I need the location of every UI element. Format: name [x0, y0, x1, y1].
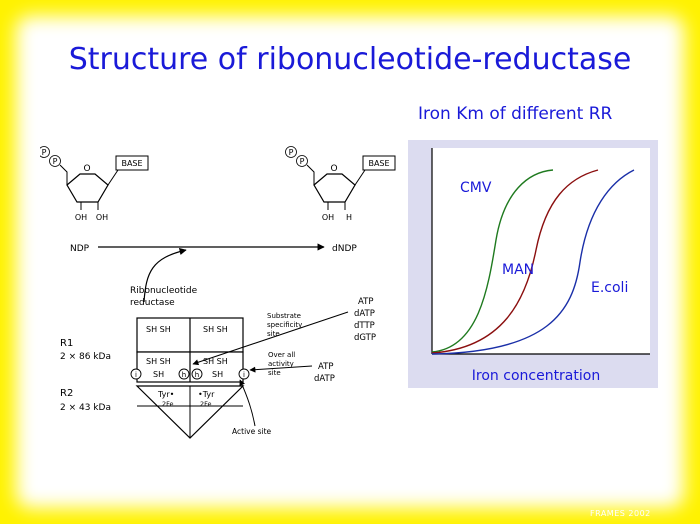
legend-man: MAN [502, 262, 534, 278]
iron-km-chart: CMV MAN E.coli Iron concentration [408, 140, 658, 388]
x-axis-label: Iron concentration [472, 368, 600, 384]
ndp-oh-1: OH [75, 213, 87, 222]
substrate-site-pointer [192, 311, 349, 366]
ndp-oh-2: OH [96, 213, 108, 222]
ndp-structure: P P O BASE OH OH [40, 146, 149, 222]
effector-dttp: dTTP [354, 321, 375, 331]
ndp-ring-oxygen: O [83, 164, 90, 174]
fe-left: 2Fe [162, 400, 174, 408]
dndp-h: H [346, 213, 352, 222]
effector-atp-activity: ATP [318, 362, 333, 372]
curve-ecoli [431, 169, 635, 355]
effector-datp-activity: dATP [314, 374, 335, 384]
site-i-left: i [135, 371, 137, 379]
ndp-label: NDP [70, 244, 90, 254]
substrate-site-3: site [267, 330, 280, 338]
dndp-structure: P P O BASE OH H [285, 146, 396, 222]
slide-title: Structure of ribonucleotide-reductase [68, 42, 632, 77]
sh-top-right: SH SH [203, 325, 228, 334]
dndp-label: dNDP [332, 244, 357, 254]
r2-label: R2 [60, 388, 73, 399]
dndp-base-box [362, 155, 396, 171]
sh-mid-right: SH SH [203, 357, 228, 366]
tyr-left: Tyr• [157, 390, 174, 399]
curve-man [431, 169, 599, 354]
activity-site-3: site [268, 369, 281, 377]
enzyme-arrow [143, 247, 187, 303]
chart-subtitle: Iron Km of different RR [418, 104, 613, 124]
r1-label: R1 [60, 338, 73, 349]
substrate-site-1: Substrate [267, 312, 301, 320]
ndp-base-box [115, 155, 149, 171]
legend-cmv: CMV [460, 180, 492, 196]
substrate-site-2: specificity [267, 321, 302, 329]
effector-dgtp: dGTP [354, 333, 376, 343]
enzyme-label-1: Ribonucleotide [130, 286, 198, 296]
r1-dimer: SH SH SH SH SH SH SH SH SH SH i h h i [130, 317, 250, 383]
chain-sh-left: SH [153, 370, 164, 379]
active-site-pointer [239, 379, 256, 427]
footer-credit: FRAMES 2002 [590, 509, 651, 518]
ndp-phosphate-1: P [42, 148, 47, 157]
sh-mid-left: SH SH [146, 357, 171, 366]
activity-site-pointer [249, 365, 313, 373]
effector-datp: dATP [354, 309, 375, 319]
chain-sh-right: SH [212, 370, 223, 379]
legend-ecoli: E.coli [591, 280, 628, 296]
enzyme-diagram: P P O BASE OH OH P P O BASE [40, 146, 396, 439]
dndp-phosphate-2: P [300, 157, 305, 166]
effector-atp: ATP [358, 297, 373, 307]
site-i-right: i [243, 371, 245, 379]
activity-site-1: Over all [268, 351, 295, 359]
r2-dimer: Tyr• 2Fe •Tyr 2Fe [135, 385, 245, 439]
activity-site-2: activity [268, 360, 294, 368]
site-h-left: h [182, 371, 186, 379]
ndp-phosphate-2: P [53, 157, 58, 166]
tyr-right: •Tyr [198, 390, 215, 399]
ndp-base: BASE [121, 159, 142, 168]
enzyme-label-2: reductase [130, 298, 175, 308]
curve-cmv [431, 169, 554, 353]
dndp-base: BASE [368, 159, 389, 168]
dndp-ring-oxygen: O [330, 164, 337, 174]
r1-size: 2 × 86 kDa [60, 352, 111, 362]
plot-area [432, 148, 650, 354]
fe-right: 2Fe [200, 400, 212, 408]
active-site-label: Active site [232, 427, 272, 436]
sh-top-left: SH SH [146, 325, 171, 334]
r2-size: 2 × 43 kDa [60, 403, 111, 413]
dndp-oh: OH [322, 213, 334, 222]
site-h-right: h [195, 371, 199, 379]
dndp-phosphate-1: P [289, 148, 294, 157]
